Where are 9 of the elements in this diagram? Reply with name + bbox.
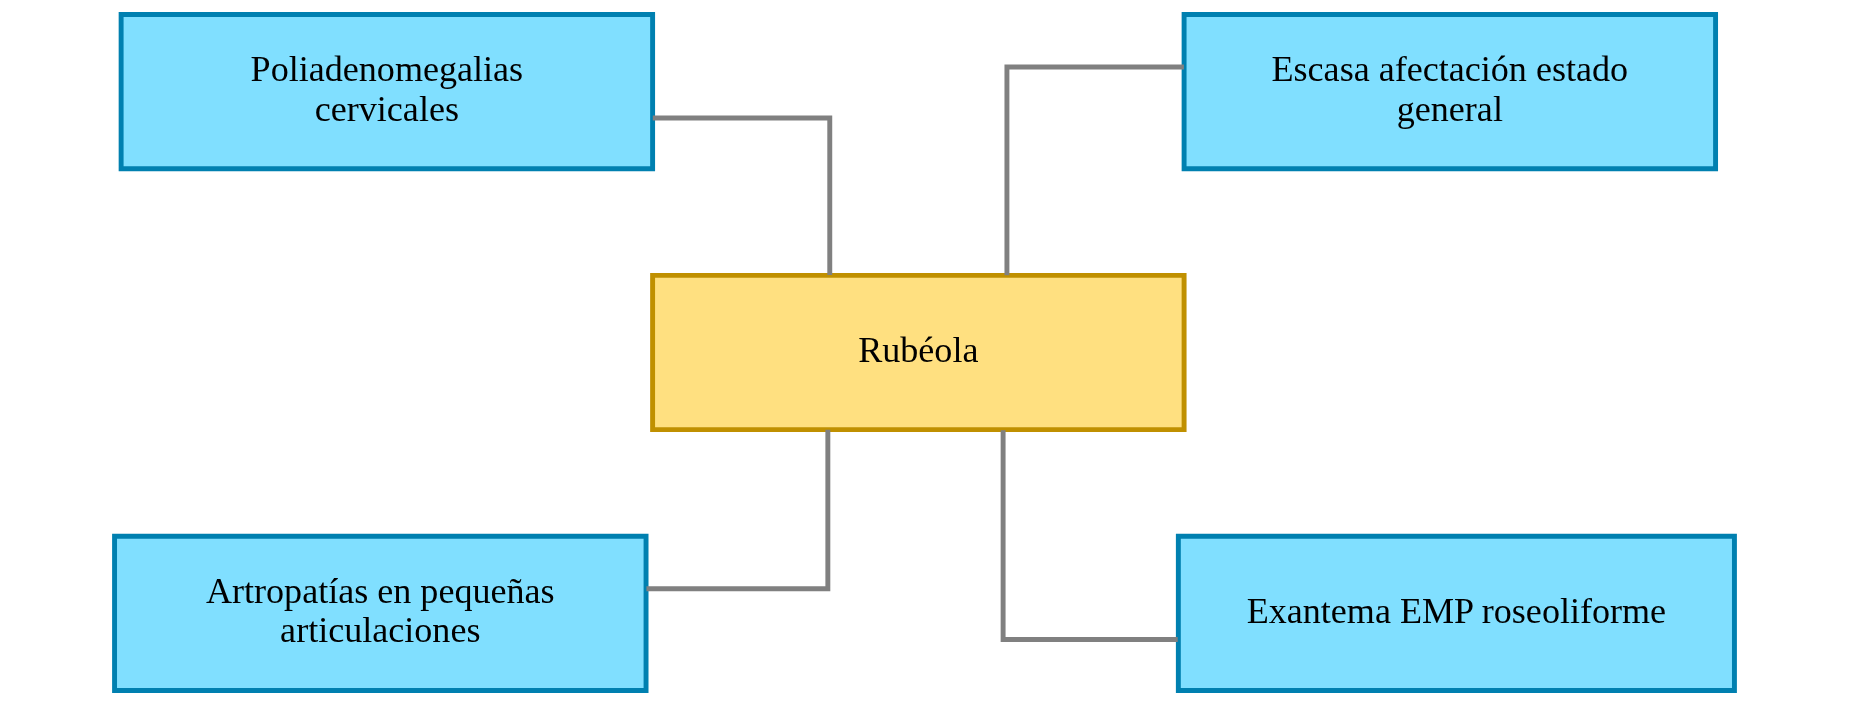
node-box: Poliadenomegalias cervicales [118,12,656,172]
connector [646,429,831,592]
connector [652,115,833,276]
node-box: Exantema EMP roseoliforme [1175,533,1737,693]
connector [1004,64,1184,276]
node-box: Artropatías en pequeñas articulaciones [112,533,649,693]
node-box: Rubéola [650,272,1187,433]
connector [1000,430,1178,643]
node-box: Escasa afectación estado general [1181,12,1719,172]
